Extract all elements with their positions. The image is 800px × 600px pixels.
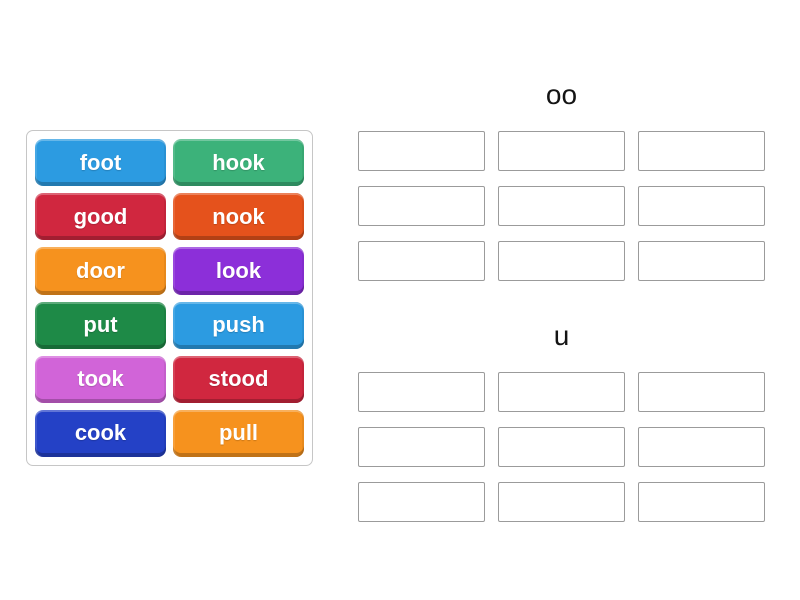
word-tile-label: look bbox=[215, 257, 262, 283]
word-tile-nook[interactable]: nook bbox=[173, 193, 304, 241]
drop-slot[interactable] bbox=[358, 241, 485, 281]
drop-slot[interactable] bbox=[358, 482, 485, 522]
drop-slot[interactable] bbox=[498, 241, 625, 281]
word-tile-good[interactable]: good bbox=[35, 193, 166, 241]
word-tile-look[interactable]: look bbox=[173, 247, 304, 295]
drop-slot[interactable] bbox=[358, 372, 485, 412]
drop-slot[interactable] bbox=[358, 427, 485, 467]
word-tile-put[interactable]: put bbox=[35, 301, 166, 349]
drop-slot[interactable] bbox=[358, 186, 485, 226]
drop-slot[interactable] bbox=[498, 131, 625, 171]
word-tile-label: cook bbox=[74, 420, 127, 446]
group-oo-slots bbox=[358, 131, 765, 281]
word-tile-push[interactable]: push bbox=[173, 301, 304, 349]
drop-slot[interactable] bbox=[498, 372, 625, 412]
word-tile-label: pull bbox=[218, 420, 259, 446]
word-tile-label: nook bbox=[212, 203, 265, 229]
word-bank: foot hook good nook door look put push took stood… bbox=[26, 130, 313, 466]
drop-slot[interactable] bbox=[638, 241, 765, 281]
group-u-slots bbox=[358, 372, 765, 522]
word-tile-label: hook bbox=[212, 149, 265, 175]
drop-slot[interactable] bbox=[498, 186, 625, 226]
word-tile-took[interactable]: took bbox=[35, 355, 166, 403]
word-tile-label: good bbox=[73, 203, 128, 229]
group-oo-title: oo bbox=[545, 79, 578, 110]
word-tile-label: push bbox=[212, 312, 265, 338]
word-tile-label: put bbox=[83, 312, 118, 338]
word-tile-door[interactable]: door bbox=[35, 247, 166, 295]
word-tile-label: stood bbox=[208, 366, 269, 392]
word-tile-label: took bbox=[77, 366, 124, 392]
drop-slot[interactable] bbox=[638, 372, 765, 412]
word-tile-label: foot bbox=[79, 149, 122, 175]
word-tile-label: door bbox=[76, 257, 125, 283]
word-tile-foot[interactable]: foot bbox=[35, 139, 166, 187]
drop-slot[interactable] bbox=[638, 186, 765, 226]
word-tile-stood[interactable]: stood bbox=[173, 355, 304, 403]
drop-slot[interactable] bbox=[638, 427, 765, 467]
drop-slot[interactable] bbox=[358, 131, 485, 171]
drop-slot[interactable] bbox=[498, 482, 625, 522]
drop-slot[interactable] bbox=[638, 482, 765, 522]
drop-slot[interactable] bbox=[498, 427, 625, 467]
word-tile-pull[interactable]: pull bbox=[173, 409, 304, 457]
group-u: u bbox=[358, 317, 765, 522]
word-tile-cook[interactable]: cook bbox=[35, 409, 166, 457]
group-oo: oo bbox=[358, 76, 765, 281]
drop-slot[interactable] bbox=[638, 131, 765, 171]
word-tile-hook[interactable]: hook bbox=[173, 139, 304, 187]
group-u-title: u bbox=[553, 320, 570, 351]
